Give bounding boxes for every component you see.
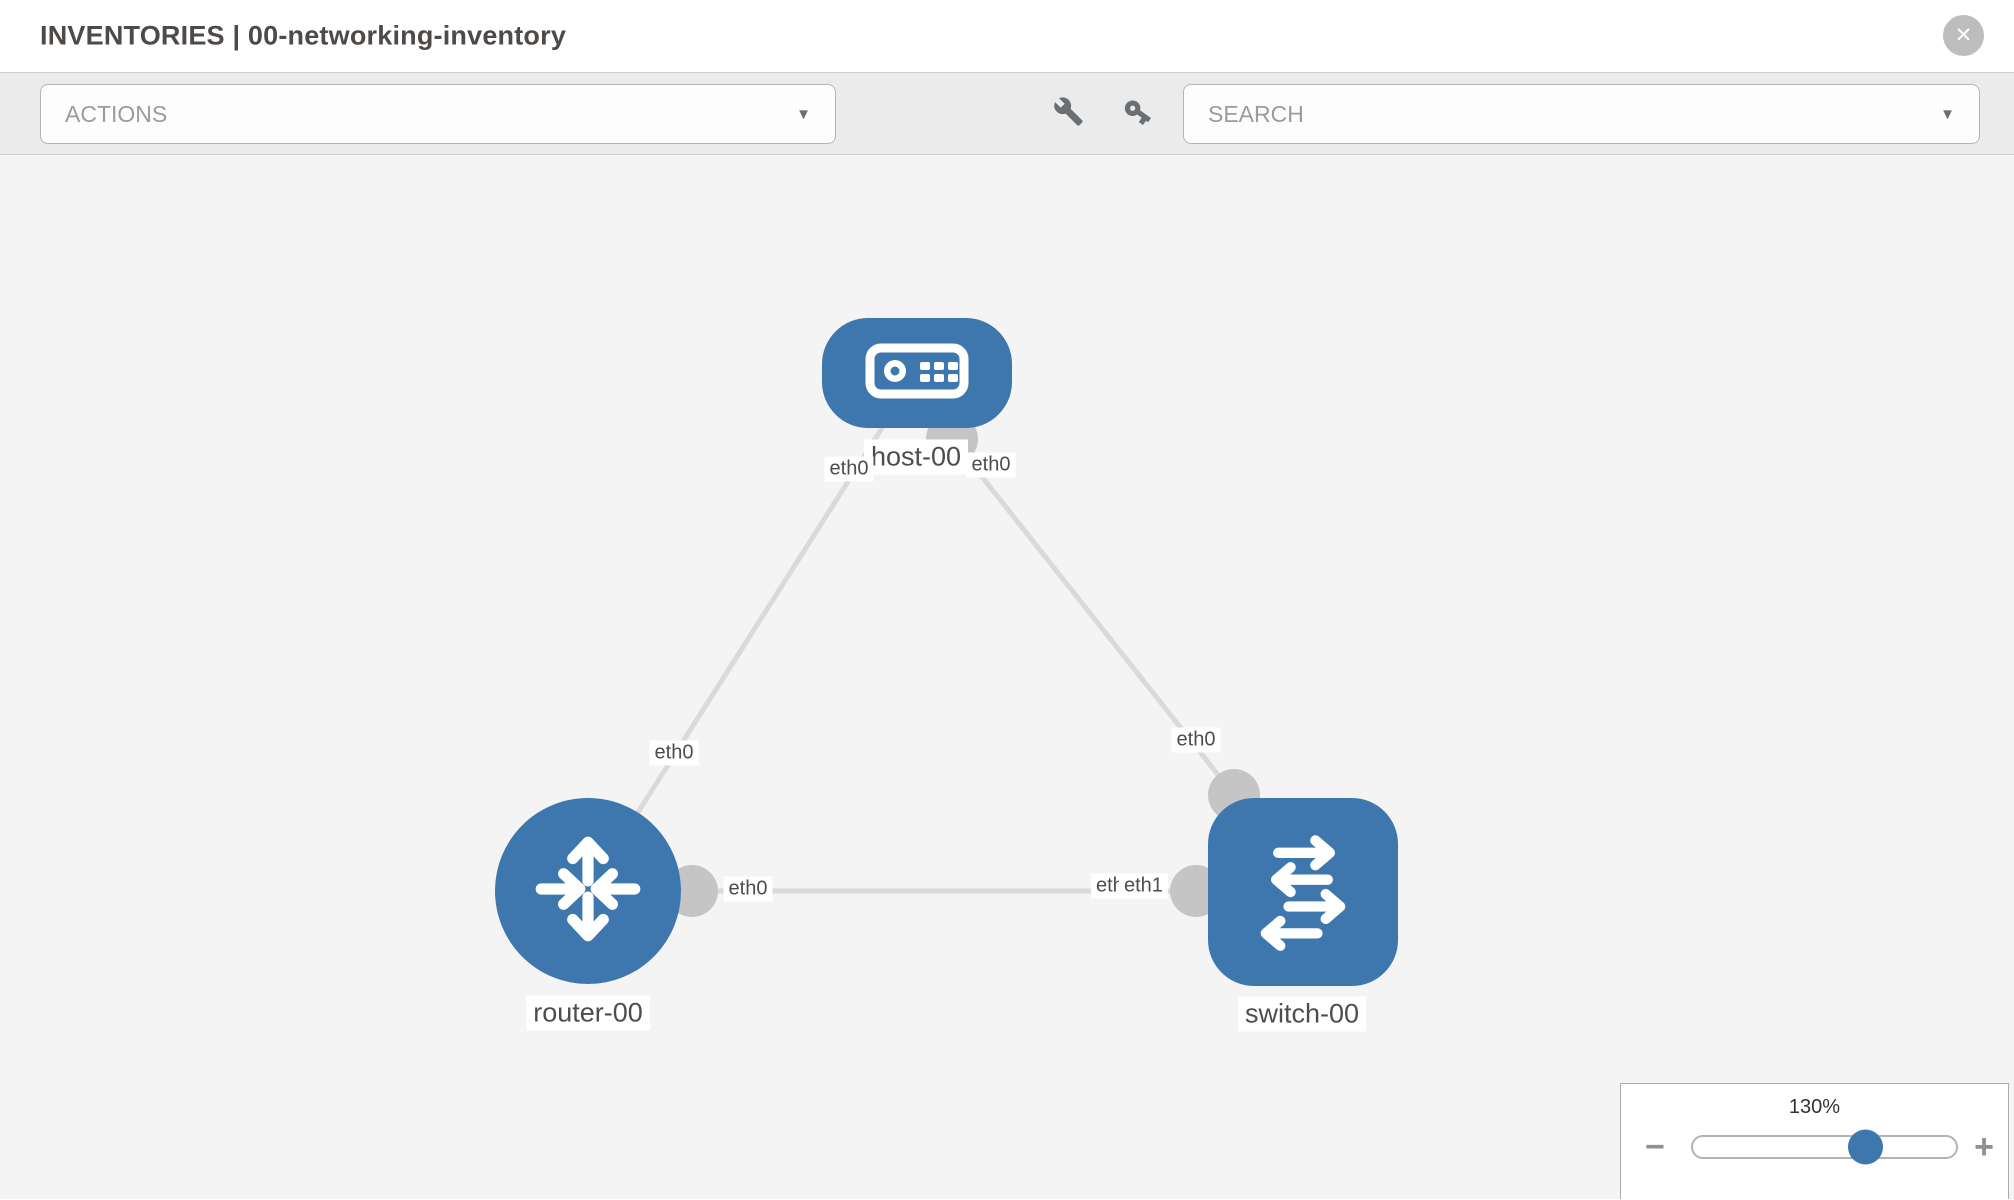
node-switch-00[interactable]	[1208, 798, 1398, 986]
node-label-switch: switch-00	[1237, 996, 1367, 1032]
host-icon	[865, 343, 969, 404]
zoom-slider-track[interactable]	[1691, 1129, 1958, 1165]
search-dropdown[interactable]: SEARCH ▼	[1183, 84, 1980, 144]
credentials-button[interactable]	[1112, 90, 1160, 138]
wrench-icon	[1053, 96, 1084, 132]
if-label-router-link-eth0: eth0	[649, 740, 699, 766]
node-host-00[interactable]	[822, 318, 1012, 428]
node-router-00[interactable]	[495, 798, 681, 984]
if-label-switch-top-eth0: eth0	[1171, 727, 1221, 753]
zoom-in-button[interactable]: +	[1974, 1128, 1994, 1166]
chevron-down-icon: ▼	[796, 105, 811, 123]
zoom-control-panel: 130% − +	[1620, 1083, 2009, 1199]
zoom-level-value: 130%	[1788, 1096, 1841, 1118]
configure-button[interactable]	[1044, 90, 1092, 138]
switch-icon	[1241, 826, 1365, 959]
close-button[interactable]: ✕	[1943, 15, 1984, 56]
close-icon: ✕	[1954, 24, 1973, 47]
search-dropdown-label: SEARCH	[1208, 100, 1304, 127]
actions-dropdown-label: ACTIONS	[65, 100, 168, 127]
if-label-switch-eth1: eth1	[1119, 873, 1168, 899]
node-label-host: host-00	[863, 439, 969, 475]
actions-dropdown[interactable]: ACTIONS ▼	[40, 84, 836, 144]
router-icon	[527, 828, 649, 955]
key-icon	[1113, 90, 1159, 137]
if-label-host-eth0-left: eth0	[824, 456, 874, 482]
topology-links-layer	[585, 371, 1302, 917]
if-label-router-eth0: eth0	[723, 876, 773, 902]
page-title: INVENTORIES | 00-networking-inventory	[40, 20, 567, 51]
zoom-slider-knob[interactable]	[1848, 1129, 1883, 1165]
if-label-host-eth0-right: eth0	[966, 452, 1016, 478]
zoom-out-button[interactable]: −	[1645, 1128, 1665, 1166]
toolbar: ACTIONS ▼ SEARCH ▼	[0, 72, 2014, 155]
chevron-down-icon: ▼	[1940, 105, 1955, 123]
topology-canvas[interactable]: host-00 router-00 switch-00 eth0 eth0 et…	[0, 155, 2014, 1199]
node-label-router: router-00	[526, 995, 650, 1031]
panel-header: INVENTORIES | 00-networking-inventory ✕	[0, 0, 2014, 72]
